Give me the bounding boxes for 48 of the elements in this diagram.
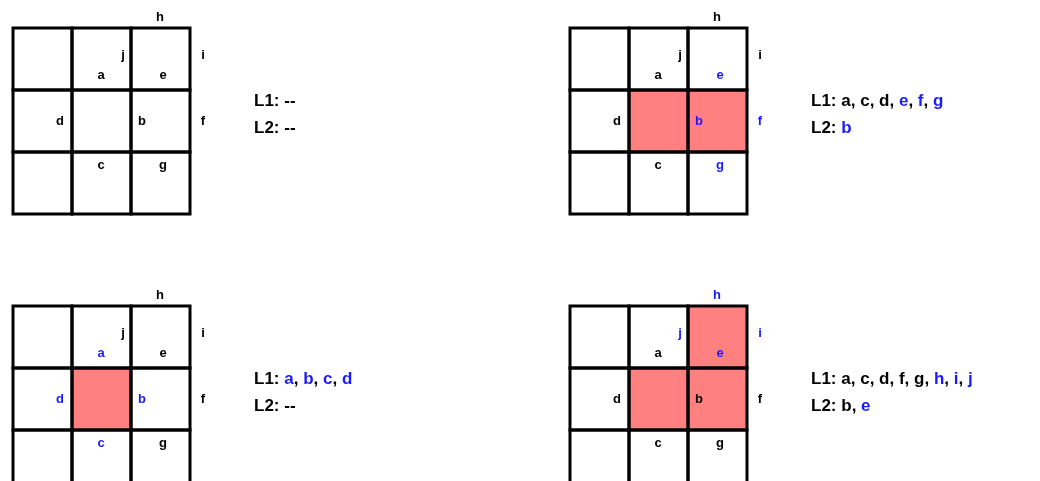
- edge-letter: g: [159, 436, 167, 450]
- edge-letter: h: [713, 10, 721, 24]
- edge-letter: c: [654, 436, 662, 450]
- edge-letter: j: [678, 326, 682, 340]
- list-text: L1: a, c, d, e, f, g: [811, 91, 944, 111]
- edge-letter: b: [695, 114, 703, 128]
- edge-letter: b: [138, 392, 146, 406]
- list-text: L1: a, b, c, d: [254, 369, 353, 389]
- edge-letter: i: [201, 326, 205, 340]
- edge-letter: c: [97, 436, 105, 450]
- edge-letter: c: [97, 158, 105, 172]
- edge-letter: i: [758, 48, 762, 62]
- edge-letter: h: [156, 10, 164, 24]
- edge-letter: d: [613, 392, 621, 406]
- list-text: L1: a, c, d, f, g, h, i, j: [811, 369, 973, 389]
- edge-letter: h: [156, 288, 164, 302]
- edge-letter: j: [121, 48, 125, 62]
- edge-letter: e: [716, 68, 724, 82]
- edge-letter: f: [757, 392, 763, 406]
- edge-letter: f: [200, 114, 206, 128]
- edge-letter: c: [654, 158, 662, 172]
- edge-letter: b: [138, 114, 146, 128]
- list-text: L2: b, e: [811, 396, 871, 416]
- edge-letter: e: [159, 68, 167, 82]
- list-text: L2: --: [254, 118, 296, 138]
- edge-letter: e: [159, 346, 167, 360]
- edge-letter: g: [159, 158, 167, 172]
- edge-letter: h: [713, 288, 721, 302]
- edge-letter: i: [201, 48, 205, 62]
- list-text: L2: --: [254, 396, 296, 416]
- edge-letter: d: [56, 392, 64, 406]
- edge-letter: i: [758, 326, 762, 340]
- edge-letter: d: [613, 114, 621, 128]
- list-text: L1: --: [254, 91, 296, 111]
- edge-letter: f: [757, 114, 763, 128]
- edge-letter: a: [654, 68, 662, 82]
- edge-letter: a: [97, 68, 105, 82]
- edge-letter: d: [56, 114, 64, 128]
- edge-letter: g: [716, 158, 724, 172]
- edge-letter: f: [200, 392, 206, 406]
- edge-letter: g: [716, 436, 724, 450]
- list-text: L2: b: [811, 118, 852, 138]
- edge-letter: j: [121, 326, 125, 340]
- edge-letter: a: [97, 346, 105, 360]
- edge-letter: b: [695, 392, 703, 406]
- edge-letter: j: [678, 48, 682, 62]
- edge-letter: e: [716, 346, 724, 360]
- edge-letter: a: [654, 346, 662, 360]
